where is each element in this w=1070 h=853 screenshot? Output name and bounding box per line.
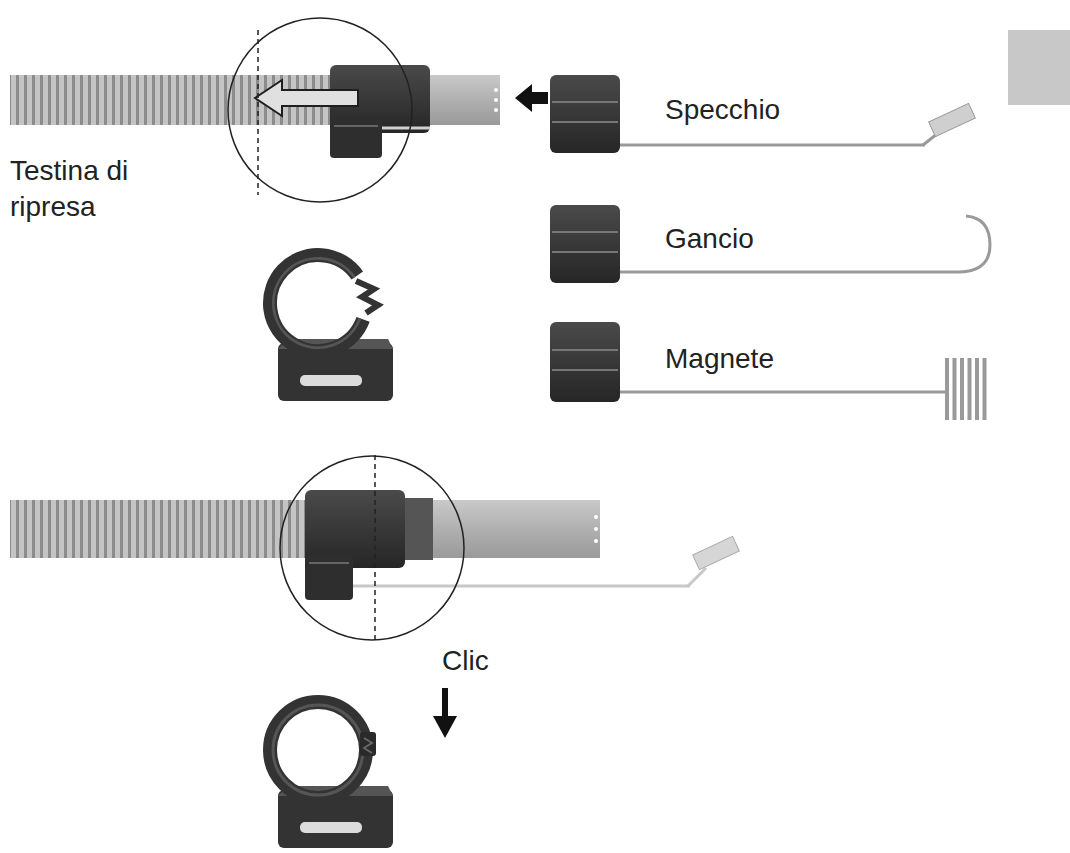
camera-head-bottom-part — [374, 455, 376, 642]
clamp-open-part — [270, 255, 363, 351]
camera-head-top-part — [255, 80, 358, 116]
hook-accessory-part — [552, 231, 618, 233]
magnet-coil-part — [968, 358, 972, 420]
camera-head-top-part — [494, 88, 498, 92]
camera-head-top-part — [515, 84, 548, 112]
hook-accessory-part — [550, 205, 620, 283]
hook-accessory-part — [620, 216, 990, 272]
camera-head-bottom-part — [594, 539, 598, 543]
mirror-accessory-part — [552, 121, 618, 123]
mirror-accessory-part — [620, 144, 925, 147]
mirror-accessory-part — [550, 75, 620, 153]
camera-head-bottom-part — [688, 568, 706, 586]
magnet-coil-part — [953, 358, 957, 420]
camera-head-top-part — [494, 108, 498, 112]
camera-head-bottom-part — [693, 536, 740, 569]
clamp-open-part — [300, 375, 362, 386]
magnet-coil-part — [975, 358, 979, 420]
camera-head-bottom-part — [305, 555, 353, 600]
magnet-coil-part — [960, 358, 964, 420]
mirror-accessory-part — [552, 101, 618, 103]
part-label: Testina di ripresa — [10, 153, 170, 226]
magnet-coil-part — [945, 358, 949, 420]
clamp-closed-part — [360, 732, 376, 756]
magnet-accessory-part — [550, 322, 620, 402]
hook-accessory-part — [552, 251, 618, 253]
magnet-accessory — [550, 322, 987, 420]
clamp-closed-part — [273, 705, 363, 795]
camera-head-bottom-part — [594, 527, 598, 531]
camera-head-top-part — [334, 125, 378, 127]
clamp-closed-part — [364, 738, 372, 753]
camera-head-top-part — [382, 127, 430, 130]
camera-head-bottom — [10, 455, 739, 642]
clamp-closed-part — [300, 822, 362, 833]
action-label: Clic — [442, 643, 489, 679]
magnet-coil-part — [983, 358, 987, 420]
camera-head-bottom-part — [405, 500, 600, 558]
camera-head-bottom-part — [353, 585, 690, 588]
magnet-coil — [945, 358, 987, 420]
camera-head-bottom-part — [405, 498, 433, 560]
part-label: Gancio — [665, 221, 754, 257]
click-arrow — [433, 688, 457, 738]
camera-head-top-part — [257, 30, 259, 195]
part-label: Magnete — [665, 341, 774, 377]
camera-head-top-part — [228, 18, 412, 202]
clamp-open-part — [273, 258, 360, 347]
magnet-accessory-part — [620, 391, 945, 394]
hook-accessory — [550, 205, 990, 283]
part-label: Specchio — [665, 92, 780, 128]
mirror-accessory-part — [929, 103, 976, 136]
magnet-accessory-part — [552, 369, 618, 371]
clamp-closed — [270, 702, 393, 848]
click-arrow-part — [433, 716, 457, 738]
clamp-open-part — [356, 281, 378, 313]
tab-marker — [1008, 30, 1070, 105]
camera-head-bottom-part — [309, 562, 349, 564]
camera-head-top-part — [494, 98, 498, 102]
camera-head-bottom-part — [594, 515, 598, 519]
camera-head-bottom-part — [10, 500, 320, 558]
clamp-closed-part — [270, 702, 366, 798]
clamp-open — [270, 255, 393, 401]
mirror-accessory — [550, 75, 975, 153]
click-arrow-part — [442, 688, 448, 718]
camera-head-top-part — [330, 118, 382, 158]
magnet-accessory-part — [552, 349, 618, 351]
camera-head-bottom-part — [280, 456, 464, 640]
